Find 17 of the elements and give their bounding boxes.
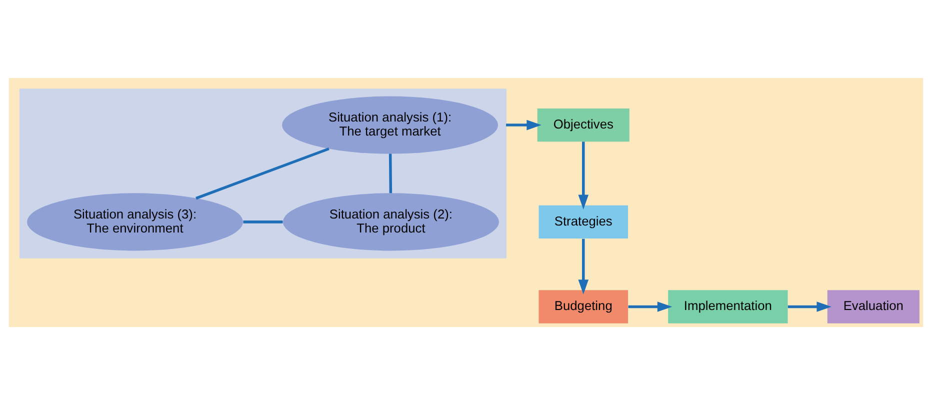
arrow [506,119,542,130]
node-box: Implementation [668,290,788,323]
arrow [788,301,832,312]
node-ellipse: Situation analysis (1): The target market [282,96,498,154]
connector [196,146,330,200]
connector [388,153,392,193]
arrow [578,141,589,209]
node-ellipse: Situation analysis (2): The product [283,192,499,250]
node-box: Evaluation [827,290,920,323]
node-box: Objectives [537,108,630,142]
arrow [578,238,589,294]
cluster [19,88,506,258]
arrow [628,301,672,312]
node-box: Strategies [538,204,628,238]
connector [243,220,283,223]
node-ellipse: Situation analysis (3): The environment [27,192,243,250]
node-box: Budgeting [538,290,628,323]
